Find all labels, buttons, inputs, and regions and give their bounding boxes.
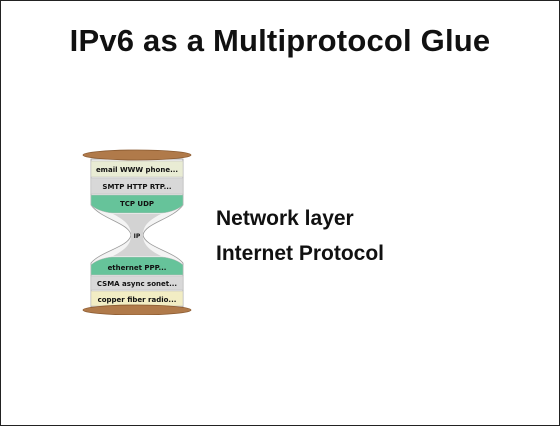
hourglass-bottom-cap xyxy=(82,304,192,315)
layer-access xyxy=(90,275,184,291)
layer-application-label: email WWW phone... xyxy=(96,166,178,174)
layer-link xyxy=(90,256,184,276)
layer-application xyxy=(90,160,184,178)
layer-ip xyxy=(113,214,161,256)
hourglass-diagram: email WWW phone... SMTP HTTP RTP... TCP … xyxy=(81,149,193,315)
slide-title: IPv6 as a Multiprotocol Glue xyxy=(69,23,491,58)
layer-access-label: CSMA async sonet... xyxy=(97,280,177,288)
layer-link-label: ethernet PPP... xyxy=(108,264,167,272)
caption-network-layer: Network layer xyxy=(216,207,354,230)
layer-media-label: copper fiber radio... xyxy=(98,296,177,304)
layer-ip-label: IP xyxy=(134,233,141,240)
caption: Network layer Internet Protocol xyxy=(216,201,384,271)
layer-protocols-label: SMTP HTTP RTP... xyxy=(102,183,171,191)
hourglass-top-cap xyxy=(82,149,192,161)
layer-protocols xyxy=(90,177,184,195)
layer-transport-label: TCP UDP xyxy=(120,200,154,208)
layer-transport xyxy=(90,194,184,214)
caption-internet-protocol: Internet Protocol xyxy=(216,242,385,265)
